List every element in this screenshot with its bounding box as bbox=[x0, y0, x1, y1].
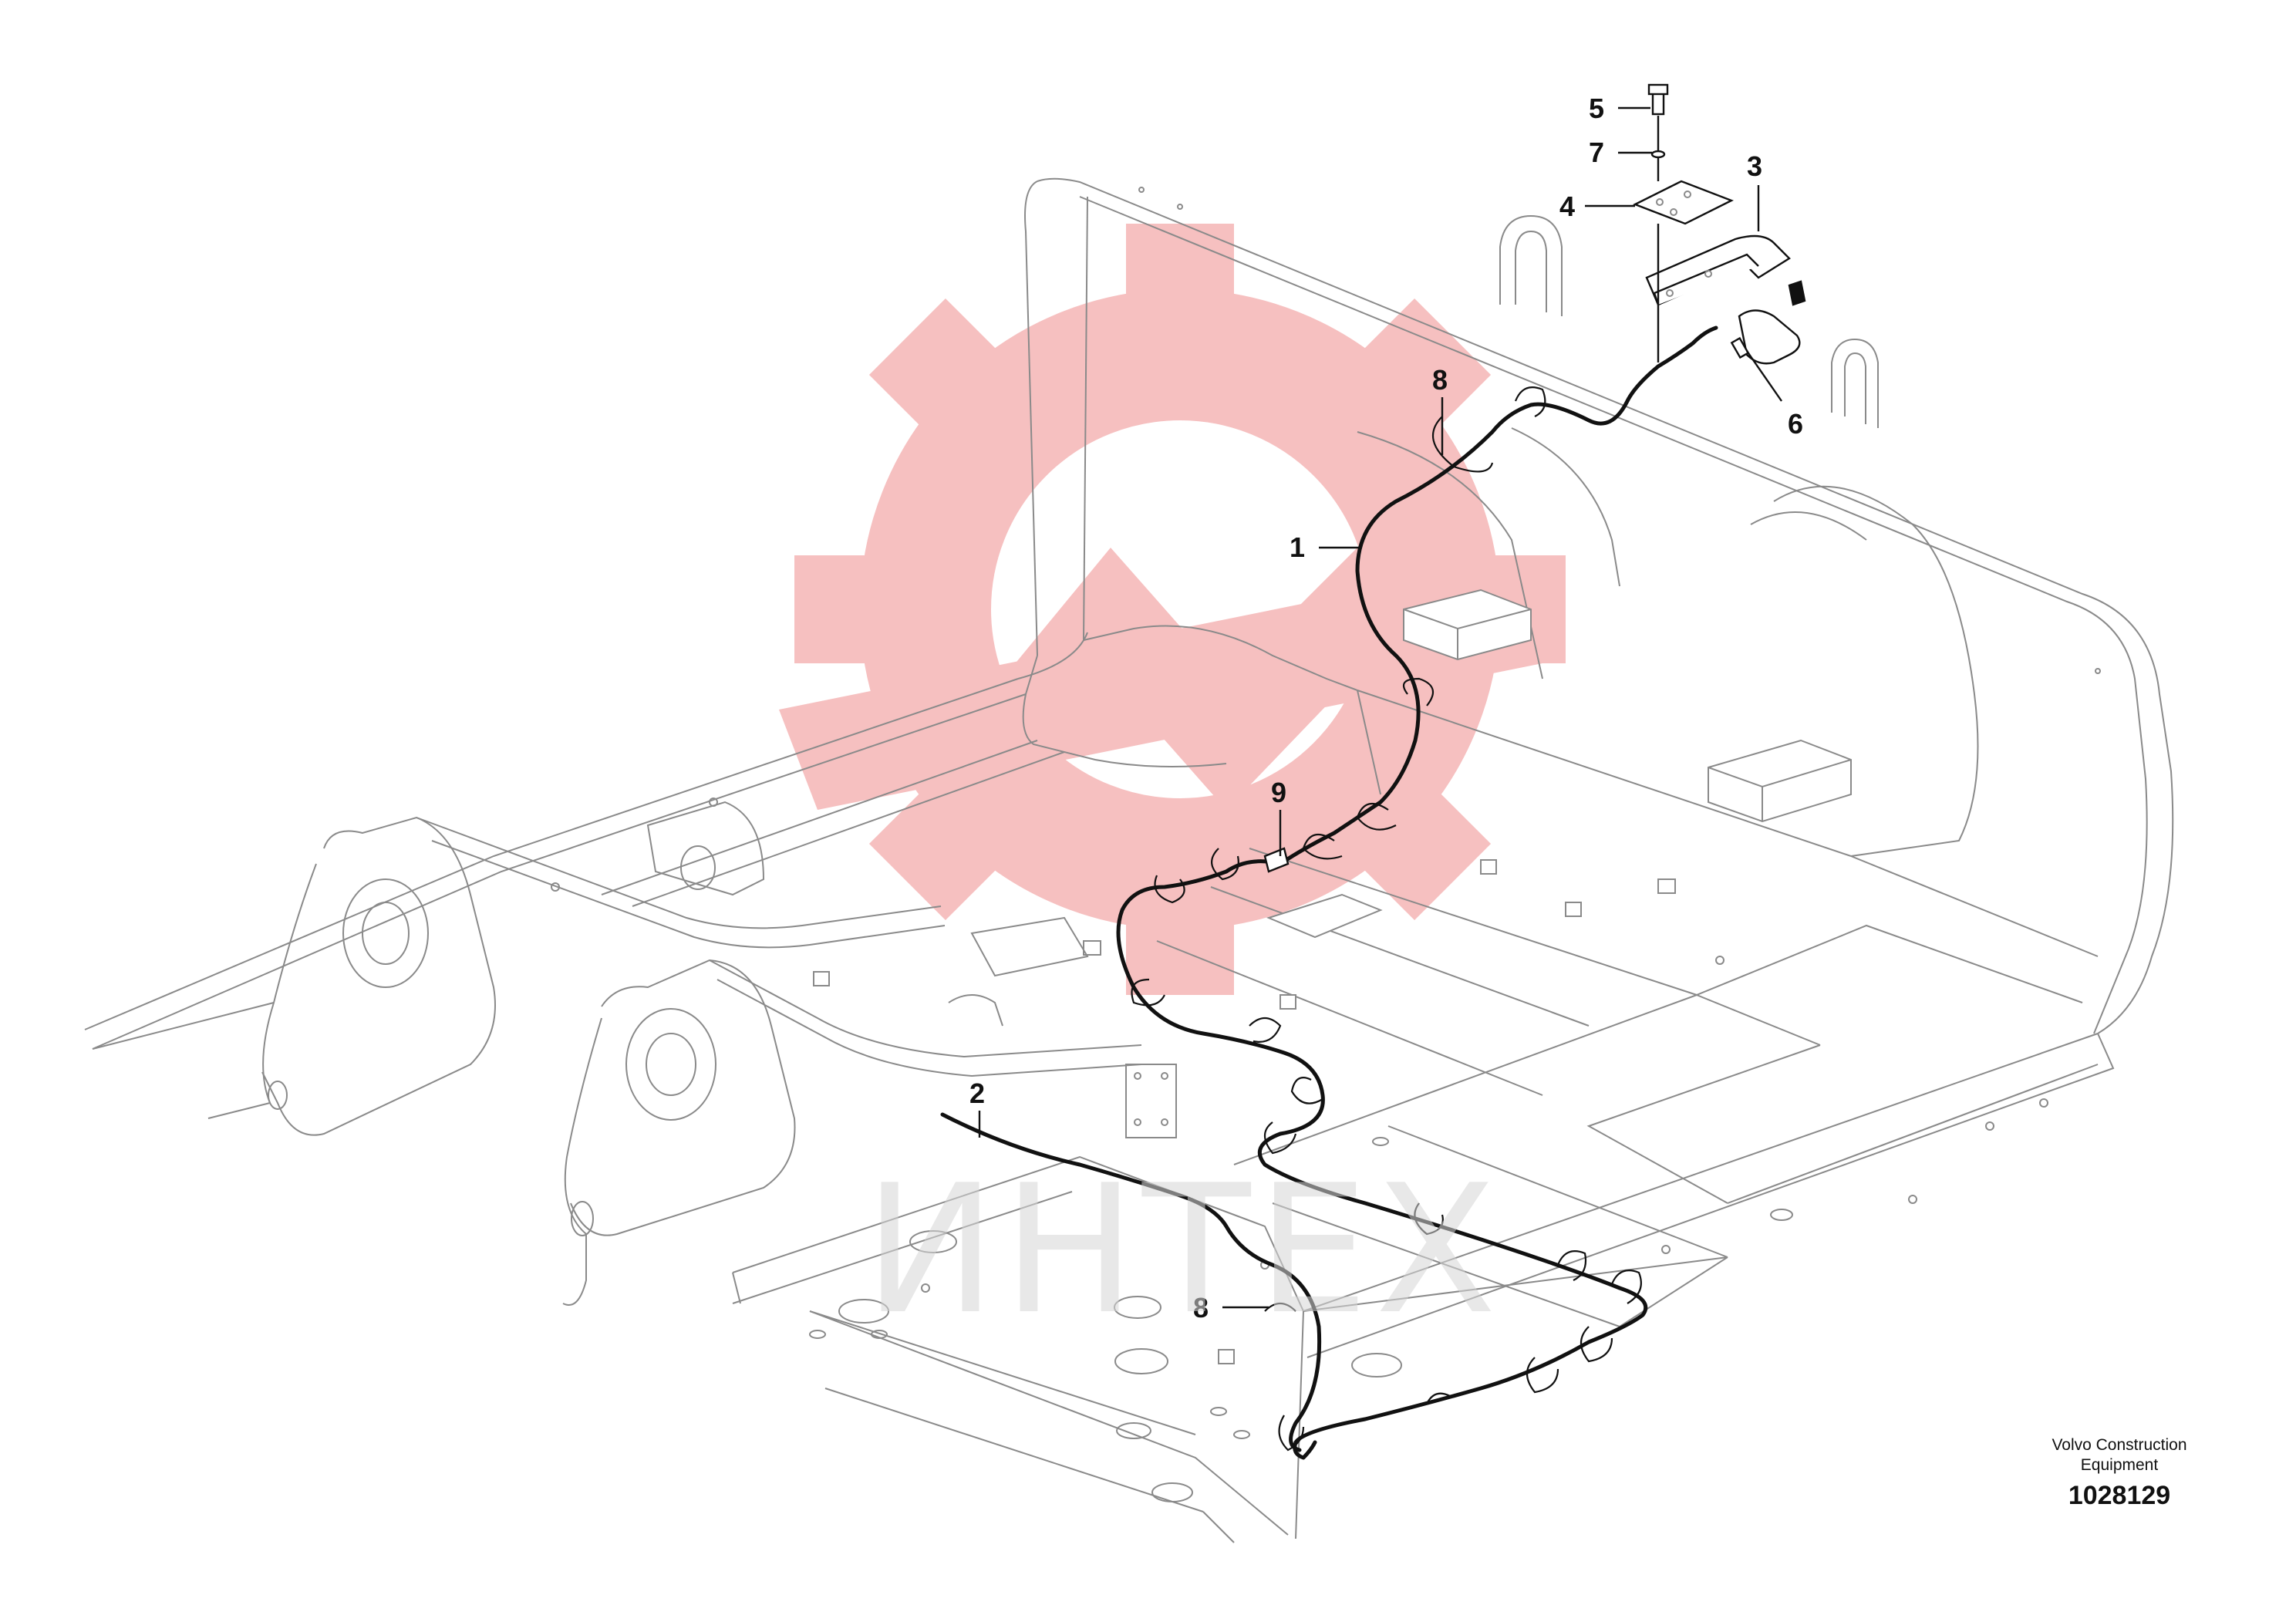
gear-watermark-logo bbox=[779, 224, 1566, 995]
harness-cable-1 bbox=[1116, 364, 1660, 1460]
document-number: 1028129 bbox=[2068, 1481, 2170, 1510]
callout-6: 6 bbox=[1788, 408, 1803, 440]
caption-line-1: Volvo Construction bbox=[2052, 1436, 2186, 1454]
callout-3: 3 bbox=[1747, 150, 1762, 182]
caption-block: Volvo Construction Equipment 1028129 bbox=[2052, 1436, 2186, 1510]
callout-8-bottom: 8 bbox=[1193, 1292, 1209, 1324]
callout-9: 9 bbox=[1271, 777, 1286, 808]
counterweight-housing bbox=[1017, 177, 2174, 1034]
callout-leaders bbox=[978, 106, 1782, 1309]
wiring-harness bbox=[940, 325, 1718, 1460]
harness-cable-2 bbox=[940, 1112, 1322, 1452]
upper-frame bbox=[84, 678, 2115, 1543]
callout-1: 1 bbox=[1290, 531, 1305, 563]
callout-4: 4 bbox=[1559, 191, 1575, 222]
sensor-body bbox=[1738, 309, 1801, 365]
callout-5: 5 bbox=[1589, 93, 1604, 124]
callout-8-top: 8 bbox=[1432, 364, 1448, 396]
boom-brackets bbox=[92, 798, 1142, 1306]
callout-7: 7 bbox=[1589, 137, 1604, 168]
caption-line-2: Equipment bbox=[2081, 1456, 2159, 1474]
plate-part-4 bbox=[1633, 180, 1734, 225]
callout-2: 2 bbox=[969, 1077, 985, 1109]
watermark-text: ИНТЕХ bbox=[864, 1148, 1502, 1354]
sensor-bracket-assembly bbox=[1633, 83, 1806, 365]
washer-part-7 bbox=[1650, 150, 1666, 159]
screw-part-6 bbox=[1730, 336, 1750, 359]
callout-labels: 5 7 4 3 6 8 1 9 2 8 bbox=[969, 93, 1803, 1324]
